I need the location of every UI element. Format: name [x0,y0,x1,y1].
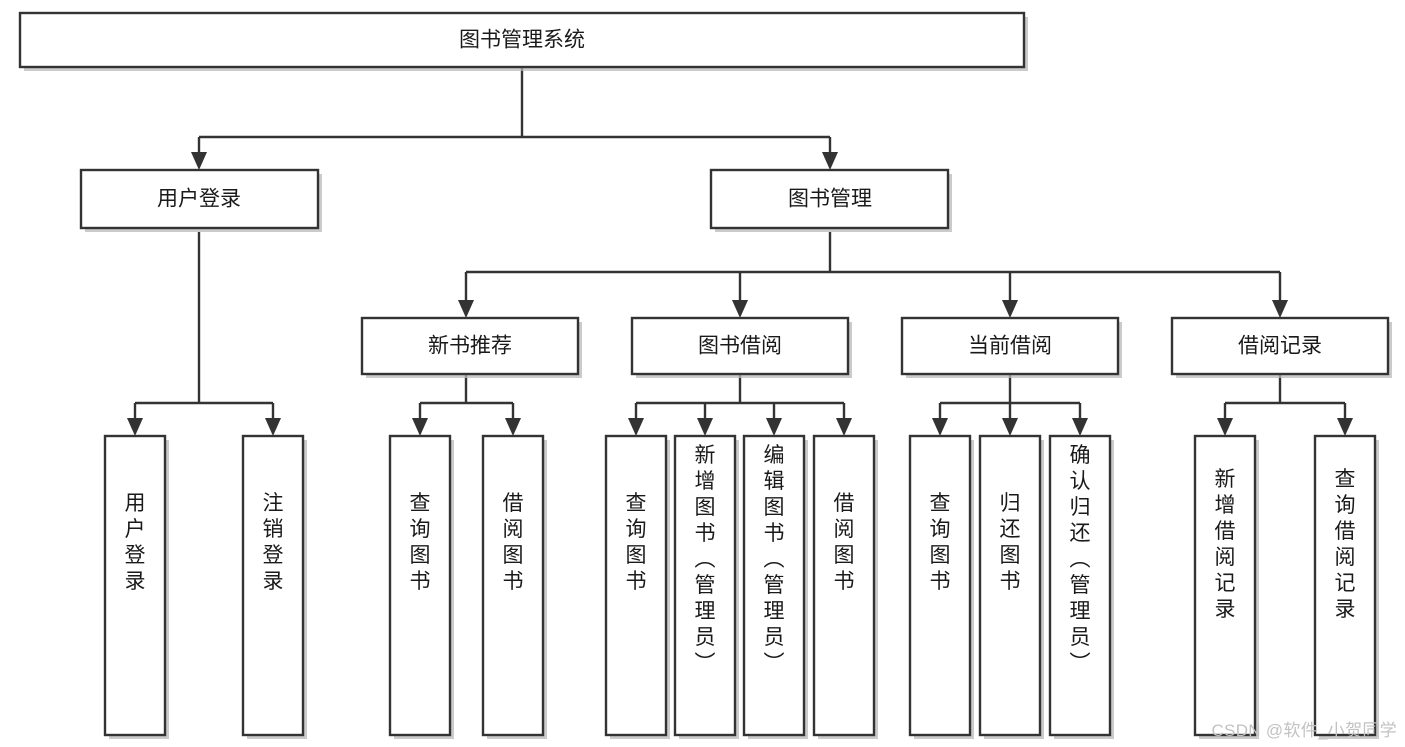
node-book-management[interactable]: 图书管理 [709,168,952,232]
leaf-label: 查询图书 [930,492,951,593]
leaf-label: 借阅图书 [834,492,855,593]
leaf-label: 借阅图书 [503,492,524,593]
leaf-box [742,434,806,737]
leaf-box [388,434,452,737]
leaf-box [673,434,737,737]
borrow-record-box [1170,316,1390,376]
arrow-newbook-leaf1 [412,418,428,436]
leaf-node[interactable]: 查询借阅记录 [1313,434,1379,739]
leaf-box [978,434,1042,737]
leaf-label: 新增借阅记录 [1215,468,1236,621]
arrow-borrow-leaf2 [697,418,713,436]
connector-layer [127,67,1353,436]
node-user-login[interactable]: 用户登录 [79,168,322,232]
node-book-borrow[interactable]: 图书借阅 [630,316,852,378]
user-login-box [79,168,320,230]
arrow-root-to-bookmgmt [822,152,838,170]
leaf-node[interactable]: 归还图书 [978,434,1044,739]
book-borrow-label: 图书借阅 [698,335,782,358]
leaf-box [1048,434,1112,737]
current-borrow-box [900,316,1120,376]
borrow-record-label: 借阅记录 [1238,335,1322,358]
leaf-node[interactable]: 新增借阅记录 [1193,434,1259,739]
leaf-box [481,434,545,737]
arrow-borrow-leaf4 [836,418,852,436]
arrow-current-leaf1 [932,418,948,436]
leaf-label: 查询借阅记录 [1335,468,1356,621]
leaf-box [812,434,876,737]
arrow-user-leaf2 [265,418,281,436]
node-new-book-recommend[interactable]: 新书推荐 [360,316,582,378]
leaf-node[interactable]: 借阅图书 [812,434,878,739]
arrow-newbook-leaf2 [505,418,521,436]
current-borrow-label: 当前借阅 [968,335,1052,358]
root-box [18,11,1026,69]
leaf-node[interactable]: 编辑图书︵管理员︶ [742,434,808,739]
root-label: 图书管理系统 [459,29,585,52]
leaf-box [1313,434,1377,737]
new-book-recommend-box [360,316,580,376]
leaf-node[interactable]: 新增图书︵管理员︶ [673,434,739,739]
leaf-label: 编辑图书︵管理员︶ [764,444,785,675]
leaf-node[interactable]: 注销登录 [241,434,307,739]
leaf-box [908,434,972,737]
arrow-bm-to-borrow [732,300,748,318]
leaf-node[interactable]: 借阅图书 [481,434,547,739]
arrow-record-leaf1 [1217,418,1233,436]
leaf-label: 确认归还︵管理员︶ [1070,444,1091,675]
leaf-node[interactable]: 查询图书 [908,434,974,739]
leaf-label: 查询图书 [626,492,647,593]
leaf-node[interactable]: 查询图书 [604,434,670,739]
node-current-borrow[interactable]: 当前借阅 [900,316,1122,378]
arrow-record-leaf2 [1337,418,1353,436]
leaf-label: 用户登录 [125,492,146,593]
arrow-bm-to-record [1272,300,1288,318]
arrow-borrow-leaf3 [766,418,782,436]
leaf-box [1193,434,1257,737]
leaf-node[interactable]: 用户登录 [103,434,169,739]
new-book-recommend-label: 新书推荐 [428,335,512,358]
arrow-user-leaf1 [127,418,143,436]
leaf-label: 查询图书 [410,492,431,593]
node-borrow-record[interactable]: 借阅记录 [1170,316,1392,378]
arrow-borrow-leaf1 [628,418,644,436]
arrow-bm-to-current [1002,300,1018,318]
leaf-box [103,434,167,737]
node-root-system[interactable]: 图书管理系统 [18,11,1028,71]
book-borrow-box [630,316,850,376]
book-management-label: 图书管理 [788,188,872,211]
arrow-bm-to-newbook [458,300,474,318]
leaf-node[interactable]: 确认归还︵管理员︶ [1048,434,1114,739]
leaf-node[interactable]: 查询图书 [388,434,454,739]
leaf-label: 新增图书︵管理员︶ [695,444,716,675]
leaf-label: 注销登录 [263,492,284,593]
leaf-box [241,434,305,737]
arrow-current-leaf2 [1002,418,1018,436]
arrow-root-to-user [191,152,207,170]
leaf-label: 归还图书 [1000,492,1021,593]
user-login-label: 用户登录 [157,188,241,211]
book-management-box [709,168,950,230]
arrow-current-leaf3 [1072,418,1088,436]
leaf-box [604,434,668,737]
